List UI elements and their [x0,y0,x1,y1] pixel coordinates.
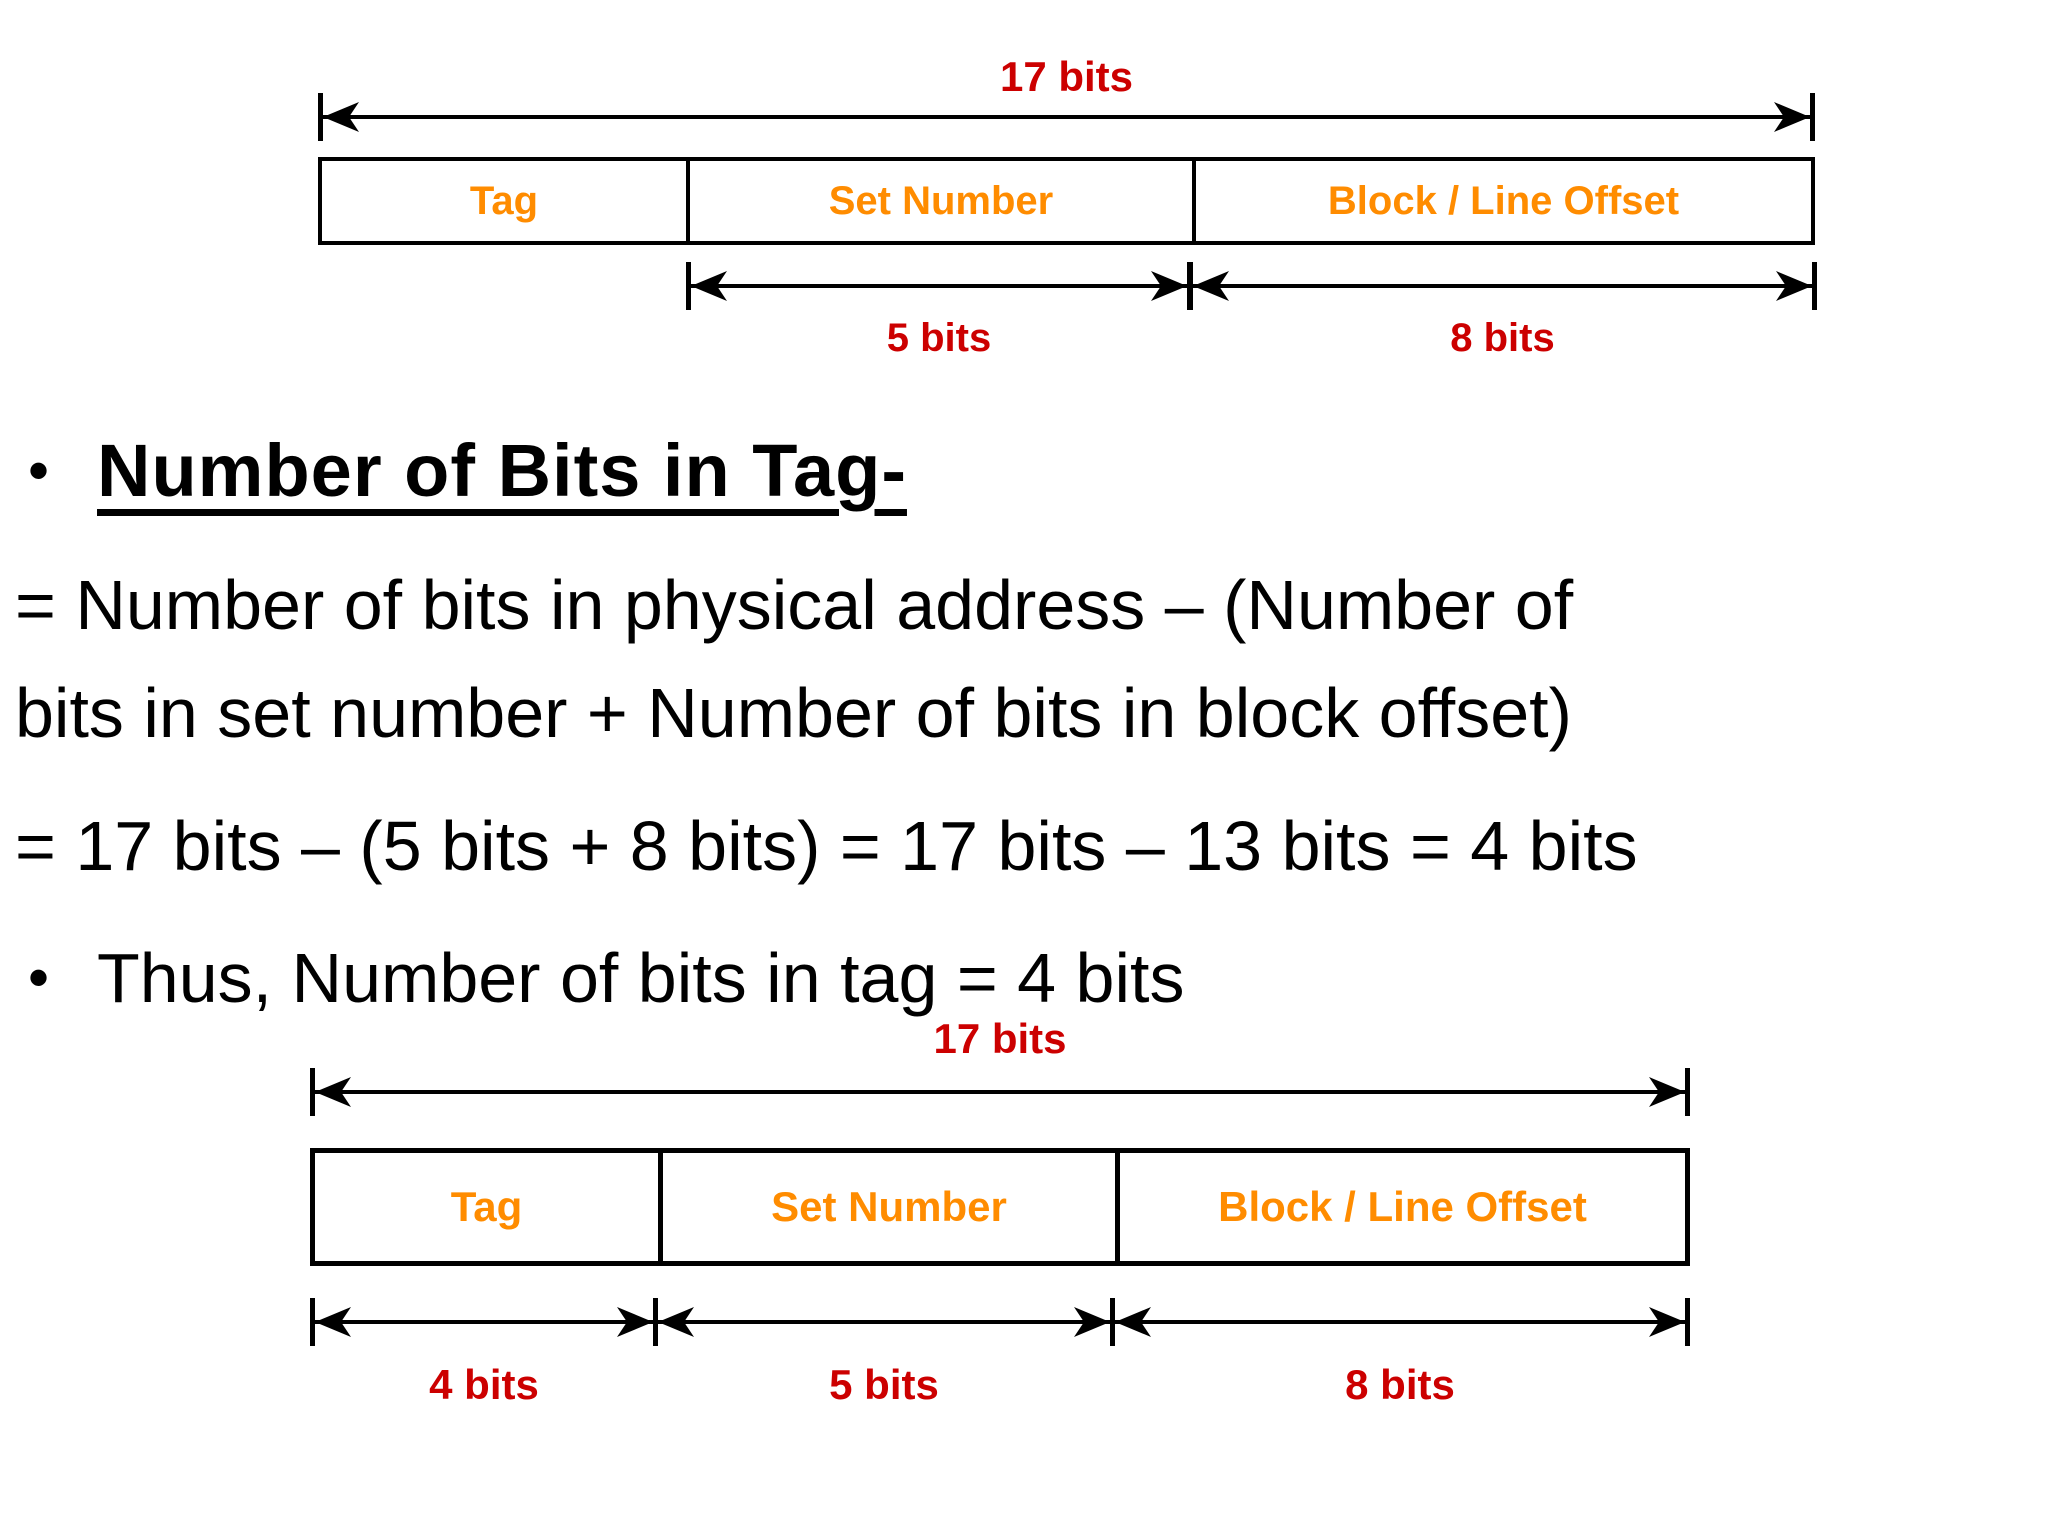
conclusion-bullet-line: • Thus, Number of bits in tag = 4 bits [28,935,1184,1021]
top-diagram-address-box: Tag Set Number Block / Line Offset [318,157,1815,245]
bottom-diagram-block-offset-span-arrow [1110,1294,1690,1350]
bottom-diagram-field-tag: Tag [315,1153,658,1261]
top-diagram-field-set-number: Set Number [686,161,1192,241]
top-diagram-total-bits-label: 17 bits [999,53,1134,100]
bullet-icon: • [28,437,50,504]
heading-text: Number of Bits in Tag- [97,429,907,512]
top-diagram-block-offset-span-arrow [1188,258,1817,314]
top-diagram-block-offset-bits-label: 8 bits [1450,316,1555,360]
top-diagram-tag-label: Tag [469,178,539,223]
bottom-diagram-set-number-bits-label: 5 bits [829,1361,939,1408]
bottom-diagram-field-set-number: Set Number [658,1153,1115,1261]
bottom-diagram-field-block-line-offset: Block / Line Offset [1115,1153,1685,1261]
top-diagram-block-line-offset-label: Block / Line Offset [1327,178,1680,223]
bottom-diagram-tag-span-arrow [310,1294,658,1350]
top-diagram-width-arrow [318,89,1815,145]
bottom-diagram-tag-label: Tag [450,1183,523,1230]
bottom-diagram-block-offset-bits-label: 8 bits [1345,1361,1455,1408]
top-diagram-set-number-bits-label: 5 bits [886,316,992,360]
top-diagram-set-number-span-arrow [686,258,1192,314]
bottom-diagram-tag-bits-label: 4 bits [429,1361,539,1408]
bottom-diagram-block-line-offset-label: Block / Line Offset [1218,1183,1587,1230]
bottom-diagram-width-arrow [310,1064,1690,1120]
conclusion-text: Thus, Number of bits in tag = 4 bits [97,939,1185,1017]
formula-line-3: = 17 bits – (5 bits + 8 bits) = 17 bits … [15,807,1638,885]
bottom-diagram-set-number-span-arrow [653,1294,1115,1350]
bottom-diagram-set-number-label: Set Number [771,1183,1007,1230]
formula-line-2: bits in set number + Number of bits in b… [15,674,1572,752]
bottom-diagram-total-bits-label: 17 bits [933,1015,1067,1062]
top-diagram-set-number-label: Set Number [828,178,1054,223]
formula-line-1: = Number of bits in physical address – (… [15,566,1574,644]
top-diagram-field-block-line-offset: Block / Line Offset [1192,161,1811,241]
bullet-icon: • [28,944,50,1011]
bottom-diagram-address-box: Tag Set Number Block / Line Offset [310,1148,1690,1266]
heading-bullet-line: • Number of Bits in Tag- [28,428,907,514]
top-diagram-field-tag: Tag [322,161,686,241]
